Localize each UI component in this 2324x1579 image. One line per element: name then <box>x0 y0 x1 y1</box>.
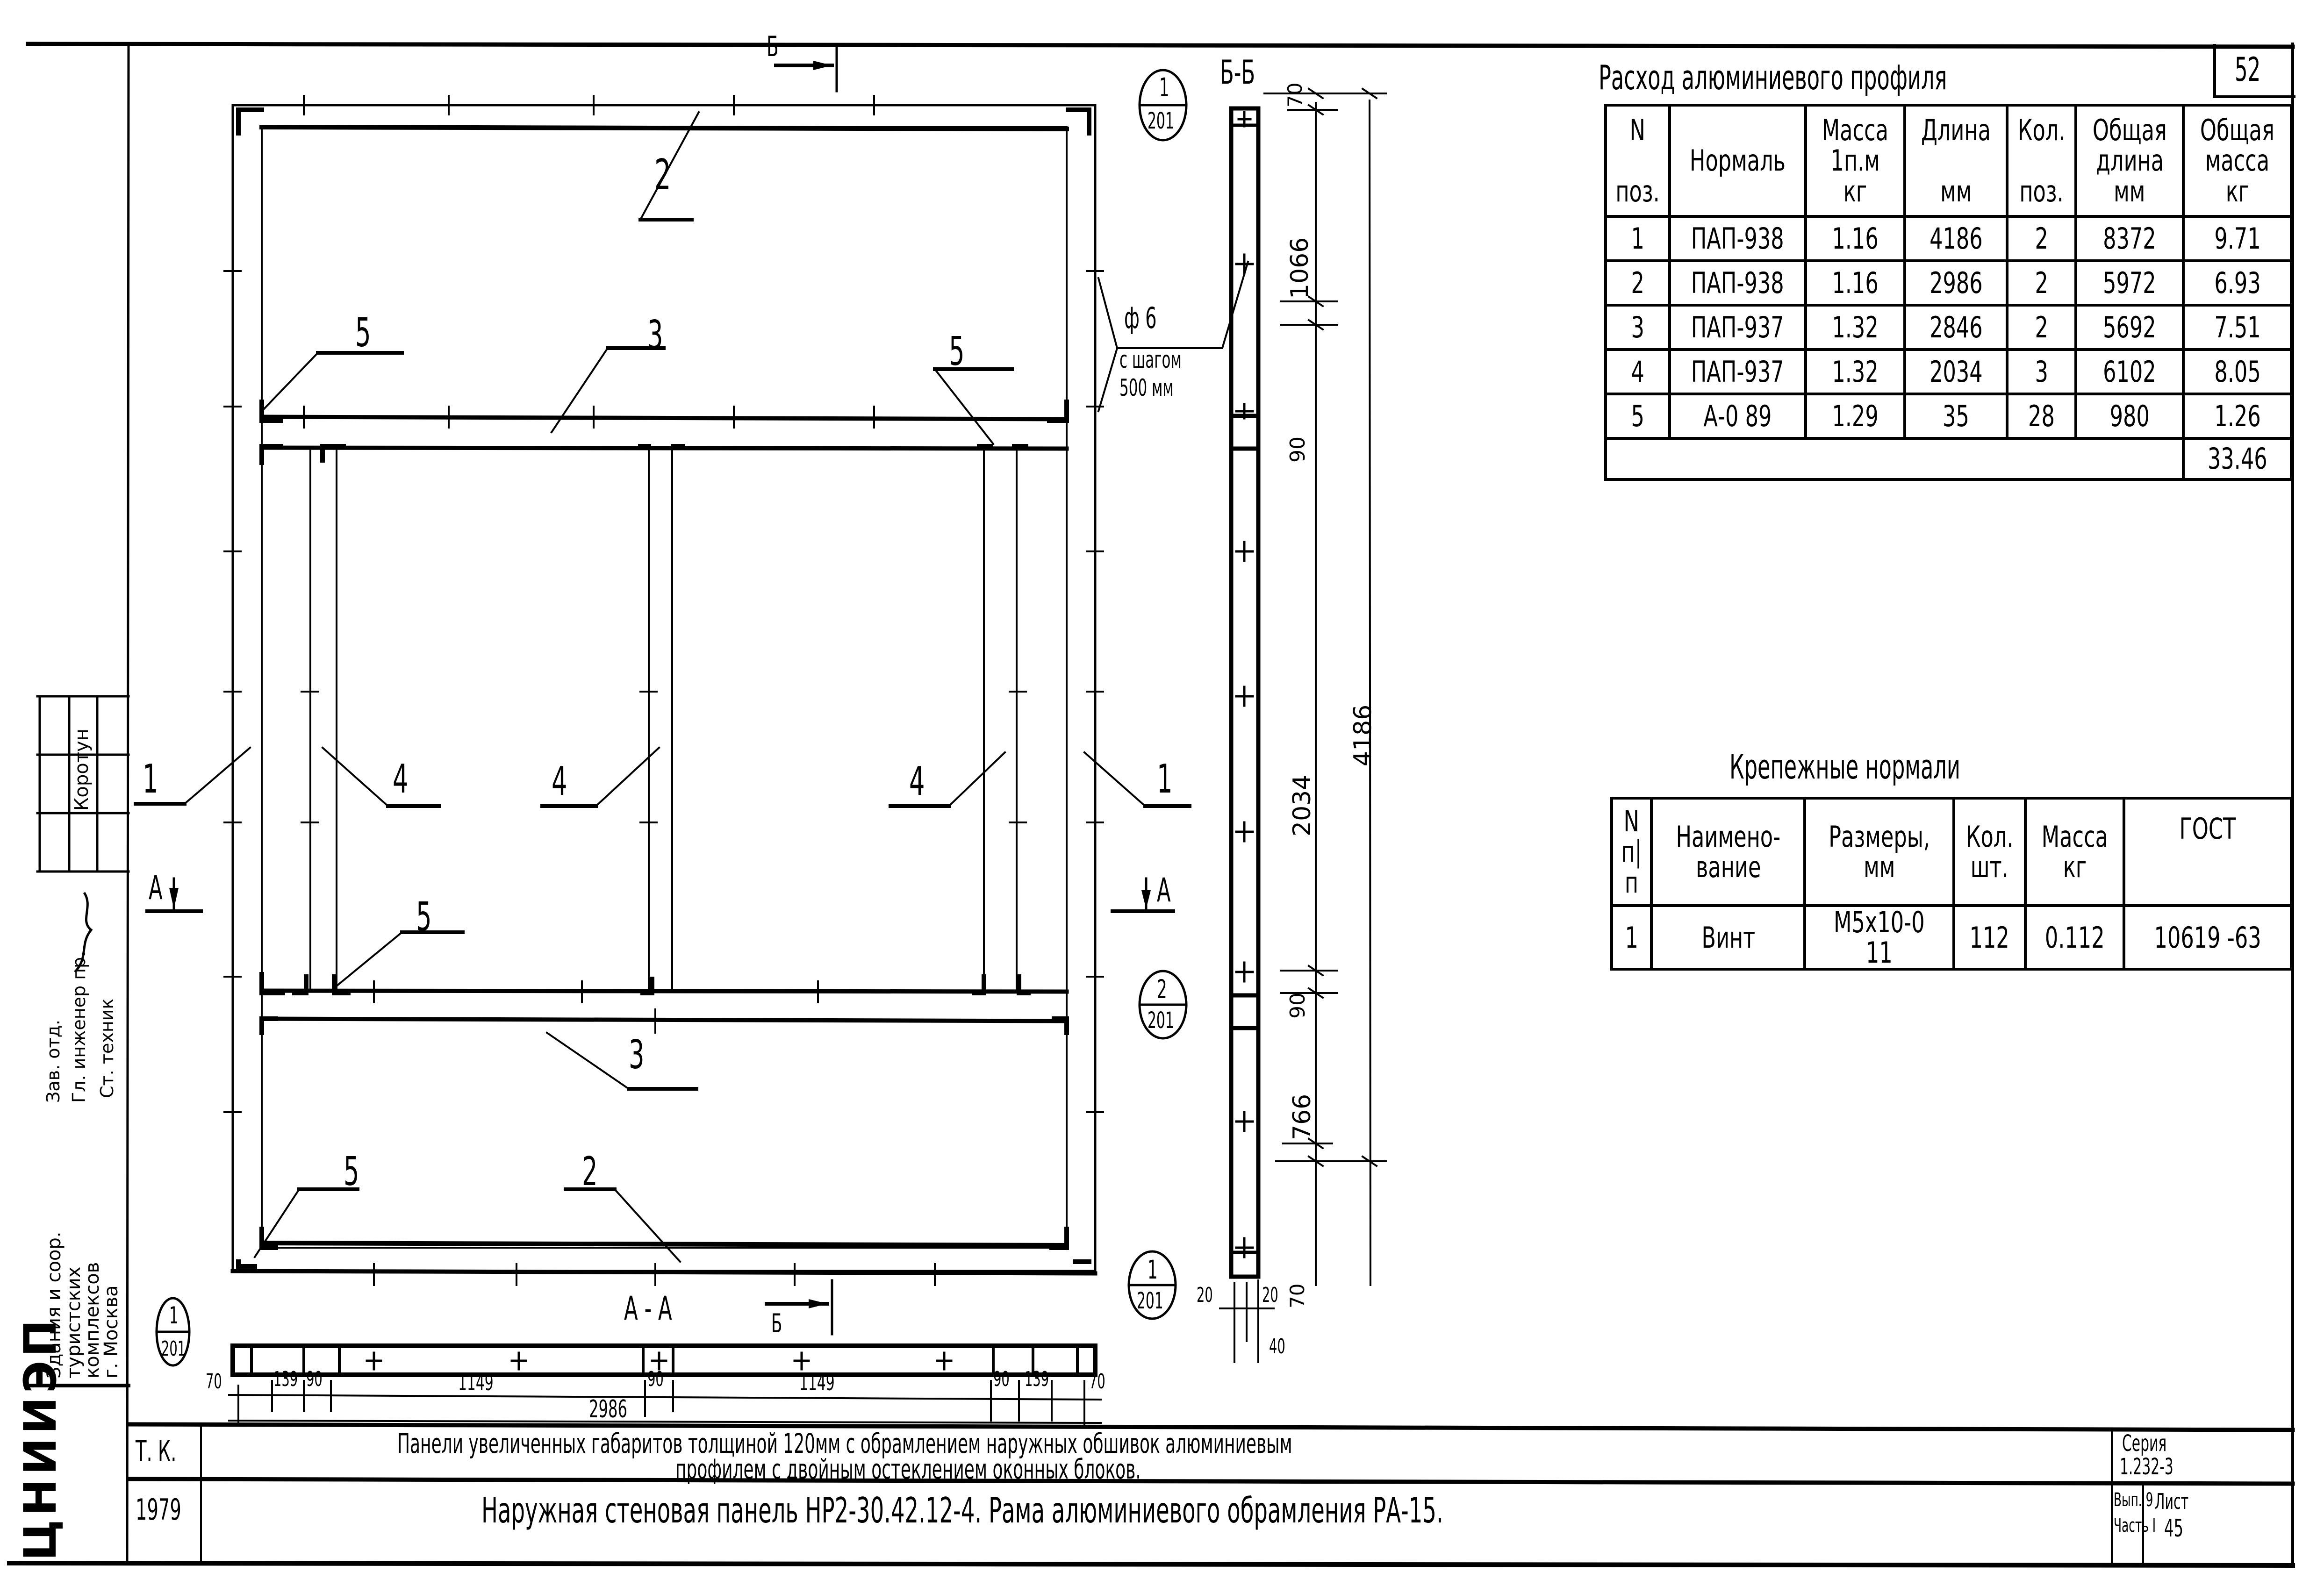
position-label-corner-top-left: 5 <box>355 310 371 356</box>
dim-v-70-top: 70 <box>1284 82 1306 107</box>
position-label-left-stile: 1 <box>143 756 158 802</box>
dim-v-90-lower: 90 <box>1286 993 1310 1019</box>
cut-mark-b-bottom: Б <box>771 1308 782 1338</box>
callout-4-sheet: 201 <box>161 1337 186 1361</box>
dim-h-90-center: 90 <box>647 1367 664 1391</box>
position-label-mullion-center: 4 <box>552 758 567 805</box>
header-size: Размеры,мм <box>1803 797 1956 907</box>
title-org-code: Т. К. <box>136 1434 177 1468</box>
note-step-line2: 500 мм <box>1119 374 1174 401</box>
dim-v-90-upper: 90 <box>1286 436 1310 463</box>
table-row: 4 ПАП-937 1.32 2034 3 6102 8.05 <box>1604 348 2293 395</box>
section-bb-label: Б-Б <box>1220 53 1255 92</box>
callout-3-sheet: 201 <box>1137 1288 1163 1314</box>
position-label-right-stile: 1 <box>1157 756 1173 802</box>
title-subtitle: Наружная стеновая панель НР2-30.42.12-4.… <box>481 1490 1443 1531</box>
fastener-table-title: Крепежные нормали <box>1729 747 1960 786</box>
title-year: 1979 <box>136 1493 181 1527</box>
position-label-corner-mid-left: 5 <box>416 894 432 940</box>
header-normal: Нормаль <box>1668 104 1807 218</box>
sheet-number-box: 52 <box>2213 44 2295 98</box>
stamp-name-3: Коротун <box>71 729 93 811</box>
dim-h-total-2986: 2986 <box>589 1395 628 1423</box>
stamp-org-line4: г. Москва <box>100 1285 122 1379</box>
dim-strip-20-left: 20 <box>1197 1283 1213 1307</box>
dim-v-total-4186: 4186 <box>1349 704 1377 766</box>
header-gost: ГОСТ <box>2123 797 2293 907</box>
table-total-row: 33.46 <box>1604 437 2293 481</box>
profile-table-title: Расход алюминиевого профиля <box>1599 58 1947 97</box>
stamp-org-line2: туристских <box>63 1266 85 1379</box>
section-aa-label: А - А <box>624 1289 672 1328</box>
section-mark-a-left: А <box>149 869 163 907</box>
dim-strip-40: 40 <box>1269 1335 1285 1358</box>
dim-h-139-right: 139 <box>1025 1367 1049 1391</box>
position-label-corner-bottom-left: 5 <box>344 1149 359 1195</box>
stamp-role-1: Зав. отд. <box>43 1020 64 1103</box>
table-row: 3 ПАП-937 1.32 2846 2 5692 7.51 <box>1604 304 2293 351</box>
sheet-label: Лист <box>2155 1489 2189 1514</box>
position-label-bottom-rail: 2 <box>582 1149 598 1195</box>
cut-mark-b-top: Б <box>767 30 779 63</box>
table-row: 2 ПАП-938 1.16 2986 2 5972 6.93 <box>1604 259 2293 307</box>
callout-1-num: 1 <box>1159 72 1169 102</box>
position-label-lower-mullion-rail: 3 <box>629 1032 645 1078</box>
stamp-role-3: Ст. техник <box>97 998 117 1098</box>
title-line1: Панели увеличенных габаритов толщиной 12… <box>397 1428 1292 1459</box>
position-label-mullion-left: 4 <box>393 756 409 802</box>
table-row: 1 Винт М5х10-0 11 112 0.112 10619 -63 <box>1610 904 2293 971</box>
dim-strip-20-right: 20 <box>1262 1283 1278 1307</box>
dim-h-90-left: 90 <box>306 1367 323 1391</box>
position-label-mullion-right: 4 <box>909 758 925 805</box>
callout-2-sheet: 201 <box>1148 1007 1174 1034</box>
dim-h-139-left: 139 <box>273 1367 298 1391</box>
dim-h-1149-right: 1149 <box>799 1370 835 1396</box>
total-mass-cell: 33.46 <box>2182 437 2293 481</box>
stamp-org-line3: комплексов <box>82 1262 103 1379</box>
title-line2: профилем с двойным остеклением оконных б… <box>675 1453 1141 1485</box>
issue-label: Вып. 9 <box>2114 1489 2153 1511</box>
dim-v-70-bottom: 70 <box>1286 1283 1309 1308</box>
section-mark-a-right: А <box>1157 871 1171 909</box>
dim-h-1149-left: 1149 <box>458 1370 494 1396</box>
dim-h-90-right: 90 <box>993 1367 1010 1391</box>
series-label: Серия <box>2122 1430 2167 1457</box>
table-row: 5 А-0 89 1.29 35 28 980 1.26 <box>1604 393 2293 440</box>
position-label-upper-mullion-rail: 3 <box>647 312 663 358</box>
note-diameter: ф 6 <box>1124 301 1157 335</box>
dim-v-1066: 1066 <box>1286 237 1314 299</box>
dim-h-70-left: 70 <box>206 1370 222 1393</box>
table-row: 1 ПАП-938 1.16 4186 2 8372 9.71 <box>1604 215 2293 262</box>
stamp-signature <box>70 879 98 986</box>
callout-1-sheet: 201 <box>1148 108 1174 134</box>
series-value: 1.232-3 <box>2120 1454 2173 1480</box>
callout-3-num: 1 <box>1148 1255 1158 1285</box>
dim-v-2034: 2034 <box>1288 774 1316 836</box>
callout-2-num: 2 <box>1157 974 1167 1004</box>
institute-logo: ЦНИИЭП <box>15 1316 66 1561</box>
header-qty: Кол.поз. <box>2006 104 2078 218</box>
part-label: Часть I <box>2114 1515 2156 1536</box>
position-label-corner-top-right: 5 <box>949 329 965 375</box>
position-label-top-rail: 2 <box>654 150 671 200</box>
sheet-value: 45 <box>2164 1515 2184 1543</box>
note-step-line1: с шагом <box>1119 346 1182 373</box>
callout-4-num: 1 <box>169 1302 179 1329</box>
dim-h-70-right: 70 <box>1089 1370 1105 1393</box>
header-qty: Кол.шт. <box>1952 797 2027 907</box>
header-name: Наимено-вание <box>1650 797 1807 907</box>
dim-v-766: 766 <box>1288 1093 1316 1140</box>
sheet-number: 52 <box>2235 50 2261 89</box>
